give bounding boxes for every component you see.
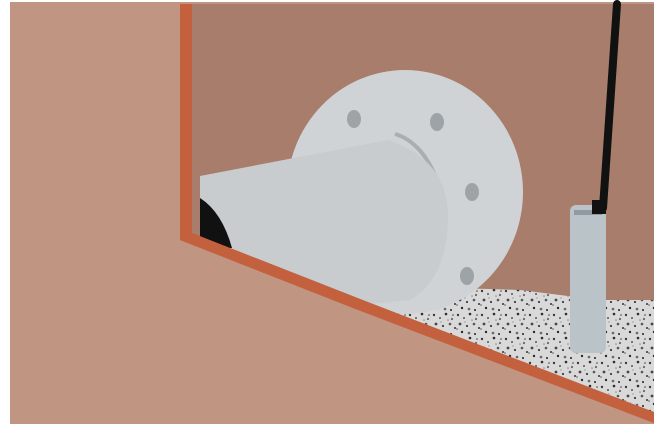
flange-bolt-icon <box>460 267 474 285</box>
flange-bolt-icon <box>465 183 479 201</box>
flange-bolt-icon <box>347 110 361 128</box>
sensor-cap <box>592 200 606 214</box>
flange-bolt-icon <box>430 113 444 131</box>
sensor-tube <box>570 205 606 353</box>
